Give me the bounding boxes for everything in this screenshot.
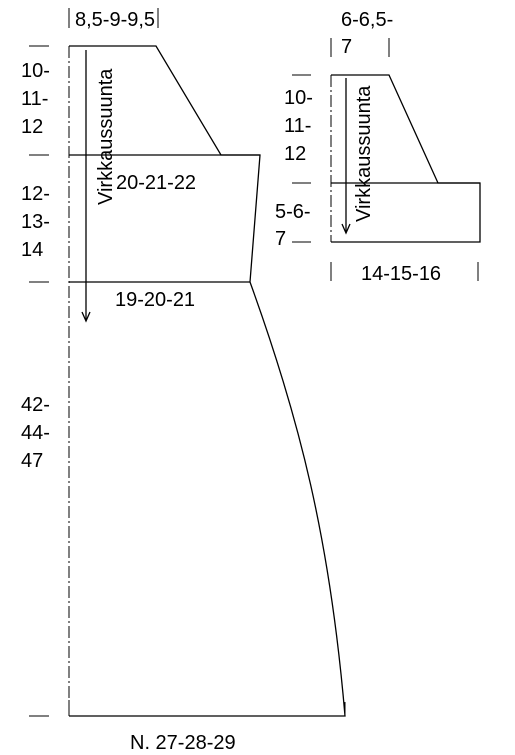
sleeve-cap-height-label: 10- 11- 12 [284, 87, 318, 165]
main-outline [69, 45, 346, 717]
main-arrow-head-icon [81, 311, 91, 323]
main-piece: 8,5-9-9,5 20-21-22 19-20-21 N. 27-28-29 … [21, 8, 346, 754]
main-bodice-height-label: 12- 13- 14 [21, 183, 55, 261]
sleeve-bottom-width-label: 14-15-16 [361, 263, 441, 285]
main-waist-width-label: 19-20-21 [115, 289, 195, 311]
sleeve-band-height-label: 5-6- 7 [275, 201, 316, 250]
sleeve-direction-label: Virkkaussuunta [353, 85, 375, 222]
main-top-width-label: 8,5-9-9,5 [75, 9, 155, 31]
main-yoke-width-label: 20-21-22 [116, 172, 196, 194]
main-bottom-width-label: N. 27-28-29 [130, 732, 236, 754]
sleeve-piece: 6-6,5- 7 10- 11- 12 5-6- 7 14-15-16 Virk… [275, 9, 481, 285]
sleeve-top-width-label: 6-6,5- 7 [341, 9, 399, 58]
main-direction-label: Virkkaussuunta [95, 68, 117, 205]
sleeve-arrow-head-icon [341, 223, 351, 235]
main-yoke-height-label: 10- 11- 12 [21, 60, 55, 138]
main-skirt-height-label: 42- 44- 47 [21, 394, 55, 472]
